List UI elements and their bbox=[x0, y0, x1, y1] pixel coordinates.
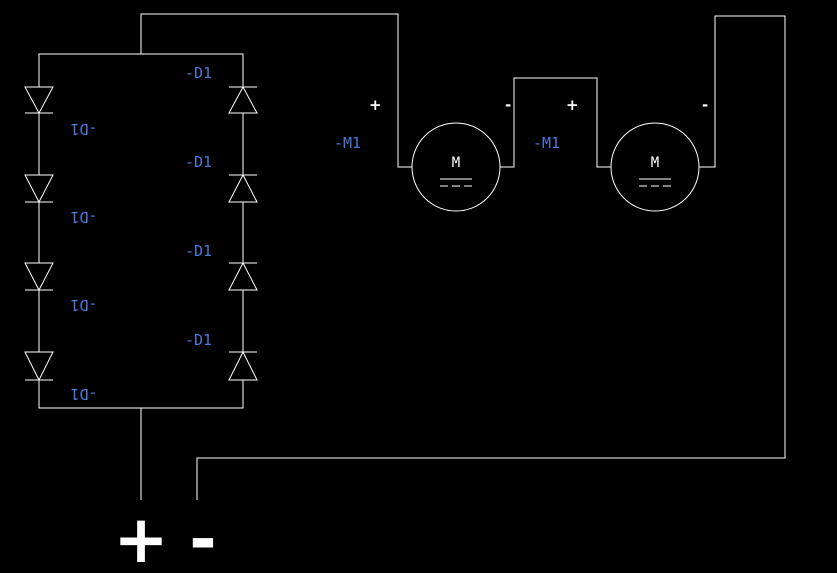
bank-top-wire bbox=[38, 53, 244, 87]
diode-left-1 bbox=[24, 86, 54, 115]
motor-1-minus: - bbox=[505, 96, 511, 114]
motor-2-symbol: M bbox=[651, 155, 659, 171]
motor-2: M bbox=[610, 122, 700, 212]
wire-motor2-return bbox=[196, 15, 786, 500]
motor-1-label: -M1 bbox=[334, 134, 361, 152]
supply-minus-terminal: - bbox=[189, 501, 216, 573]
diode-label-right-2: -D1 bbox=[185, 153, 212, 171]
motor-2-minus: - bbox=[702, 96, 708, 114]
diode-label-left-1: -D1 bbox=[70, 120, 97, 138]
diode-right-2 bbox=[228, 173, 258, 203]
motor-1-plus: + bbox=[369, 96, 382, 114]
bank-bottom-wire bbox=[38, 380, 244, 409]
diode-left-2 bbox=[24, 174, 54, 204]
motor-1: M bbox=[411, 122, 501, 212]
diode-left-3 bbox=[24, 262, 54, 292]
motor-2-plus: + bbox=[566, 96, 579, 114]
diode-left-4 bbox=[24, 351, 54, 382]
diode-label-left-3: -D1 bbox=[70, 296, 97, 314]
diode-label-right-1: -D1 bbox=[185, 64, 212, 82]
diode-label-right-4: -D1 bbox=[185, 331, 212, 349]
supply-plus-terminal: + bbox=[113, 501, 168, 573]
motor-2-label: -M1 bbox=[533, 134, 560, 152]
wire-bank-to-motor1 bbox=[140, 13, 412, 168]
motor-1-symbol: M bbox=[452, 155, 460, 171]
diode-right-1 bbox=[228, 85, 258, 114]
diode-label-right-3: -D1 bbox=[185, 242, 212, 260]
diode-label-left-2: -D1 bbox=[70, 208, 97, 226]
diode-label-left-4: -D1 bbox=[70, 385, 97, 403]
diode-bank bbox=[38, 53, 244, 409]
wire-motor1-to-motor2 bbox=[500, 77, 611, 168]
diode-right-3 bbox=[228, 261, 258, 291]
diode-right-4 bbox=[228, 350, 258, 381]
